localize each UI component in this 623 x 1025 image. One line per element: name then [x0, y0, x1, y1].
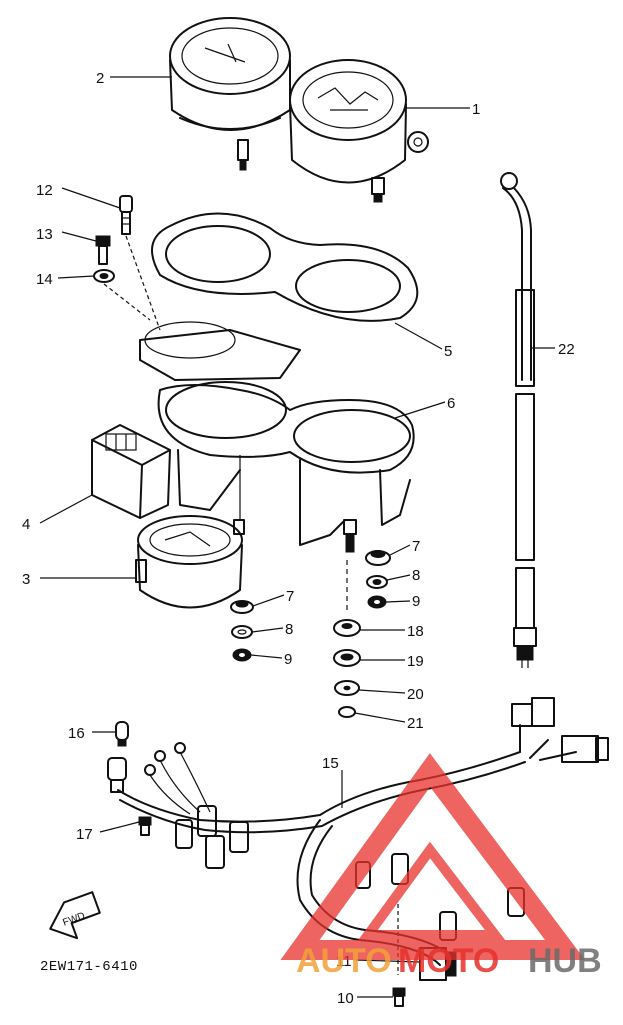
- speedometer-icon[interactable]: [289, 59, 429, 203]
- callout-14: 14: [36, 271, 53, 288]
- callout-21: 21: [407, 715, 424, 732]
- callout-16: 16: [68, 725, 85, 742]
- callout-labels: 2 1 12 13 14 5 6 22 4 3 7 8 9 7 8 9 18 1…: [22, 70, 575, 1007]
- leader-lines: [39, 76, 555, 998]
- callout-13: 13: [36, 226, 53, 243]
- damper-18[interactable]: [333, 619, 361, 637]
- callout-8-right: 8: [412, 567, 420, 584]
- callout-9-left: 9: [284, 651, 292, 668]
- nut-21[interactable]: [338, 706, 356, 718]
- gauge-bracket[interactable]: [139, 321, 415, 553]
- callout-7-right: 7: [412, 538, 420, 555]
- callout-20: 20: [407, 686, 424, 703]
- gauge-cover-plate[interactable]: [151, 212, 419, 322]
- callout-8-left: 8: [285, 621, 293, 638]
- bolt-12-icon[interactable]: [119, 195, 133, 235]
- watermark-word-hub: HUB: [528, 942, 602, 980]
- nut-9-right[interactable]: [367, 595, 387, 609]
- callout-15: 15: [322, 755, 339, 772]
- callout-4: 4: [22, 516, 30, 533]
- callout-6: 6: [447, 395, 455, 412]
- washer-8-left[interactable]: [231, 625, 253, 639]
- bulb-socket-left[interactable]: [107, 757, 127, 793]
- grommet-7-right[interactable]: [365, 550, 391, 566]
- socket-group-center[interactable]: [175, 805, 249, 869]
- callout-12: 12: [36, 182, 53, 199]
- grommet-7-left[interactable]: [230, 600, 254, 614]
- callout-22: 22: [558, 341, 575, 358]
- watermark-word-moto: MOTO: [398, 942, 499, 980]
- cable-icon[interactable]: [500, 172, 537, 668]
- callout-9-right: 9: [412, 593, 420, 610]
- washer-20[interactable]: [334, 680, 360, 696]
- nut-9-left[interactable]: [232, 648, 252, 662]
- callout-18: 18: [407, 623, 424, 640]
- callout-3: 3: [22, 571, 30, 588]
- small-gauge-icon[interactable]: [135, 515, 243, 609]
- bulb-16-icon[interactable]: [115, 721, 129, 747]
- callout-7-left: 7: [286, 588, 294, 605]
- screw-17-icon[interactable]: [138, 816, 152, 836]
- washer-14-icon[interactable]: [93, 269, 115, 283]
- callout-10: 10: [337, 990, 354, 1007]
- callout-17: 17: [76, 826, 93, 843]
- indicator-icon[interactable]: [91, 424, 171, 519]
- callout-5: 5: [444, 343, 452, 360]
- callout-1: 1: [472, 101, 480, 118]
- screw-10-icon[interactable]: [392, 987, 406, 1007]
- watermark-word-auto: AUTO: [296, 942, 392, 980]
- logo-triangle-icon: [280, 753, 585, 960]
- tachometer-icon[interactable]: [169, 17, 291, 171]
- washer-8-right[interactable]: [366, 575, 388, 589]
- bolt-13-icon[interactable]: [95, 235, 111, 265]
- fwd-arrow-icon: FWD: [49, 891, 101, 940]
- diagram-part-number: 2EW171-6410: [40, 959, 138, 975]
- collar-19[interactable]: [333, 649, 361, 667]
- callout-19: 19: [407, 653, 424, 670]
- fwd-arrow-text: FWD: [61, 911, 86, 929]
- watermark-text: AUTO MOTO HUB: [296, 942, 602, 980]
- callout-2: 2: [96, 70, 104, 87]
